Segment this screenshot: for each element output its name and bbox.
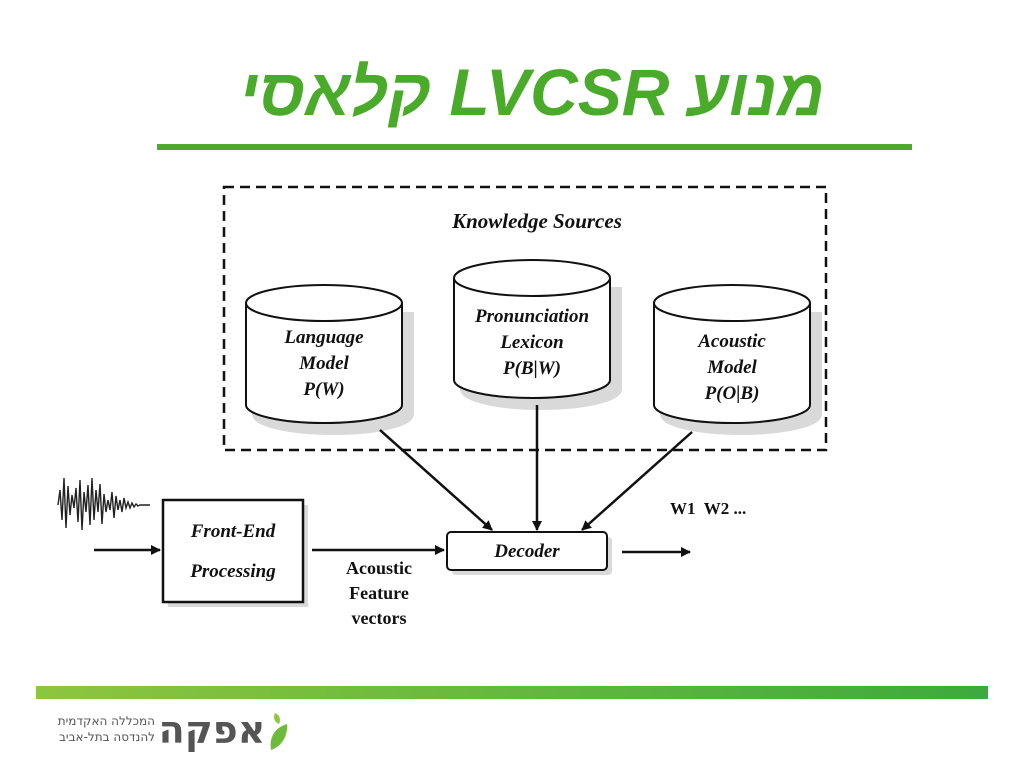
lexicon-line2: Lexicon — [499, 332, 563, 353]
logo-subtitle-line2: להנדסה בתל-אביב — [58, 730, 155, 744]
college-logo: המכללה האקדמית להנדסה בתל-אביב אפקה — [30, 708, 290, 758]
pronunciation-lexicon-cylinder: Pronunciation Lexicon P(B|W) — [453, 259, 622, 410]
feature-vectors-line3: vectors — [352, 608, 407, 628]
language-model-cylinder: Language Model P(W) — [245, 284, 414, 435]
acoustic-model-line2: Model — [706, 357, 757, 378]
lexicon-line1: Pronunciation — [474, 306, 589, 327]
title-underline — [157, 144, 912, 150]
language-model-line1: Language — [283, 327, 364, 348]
logo-subtitle-line1: המכללה האקדמית — [57, 714, 155, 728]
front-end-processing-box: Front-End Processing — [161, 498, 308, 607]
decoder-label: Decoder — [493, 541, 560, 562]
front-end-line2: Processing — [189, 561, 276, 582]
arrow-language-to-decoder — [379, 429, 493, 531]
lexicon-line3: P(B|W) — [502, 358, 561, 379]
acoustic-model-line1: Acoustic — [697, 331, 766, 352]
acoustic-model-line3: P(O|B) — [704, 383, 760, 404]
feature-vectors-line2: Feature — [349, 583, 409, 603]
acoustic-model-cylinder: Acoustic Model P(O|B) — [653, 284, 822, 435]
front-end-line1: Front-End — [190, 521, 276, 542]
decoder-box: Decoder — [446, 531, 612, 575]
slide-title: מנוע LVCSR קלאסי — [239, 55, 825, 129]
leaf-icon — [270, 713, 288, 750]
feature-vectors-line1: Acoustic — [346, 558, 412, 578]
language-model-line2: Model — [298, 353, 349, 374]
arrow-acoustic-to-decoder — [581, 431, 693, 531]
language-model-line3: P(W) — [302, 379, 344, 400]
knowledge-sources-label: Knowledge Sources — [451, 209, 622, 233]
logo-name: אפקה — [158, 708, 266, 752]
footer-bar — [36, 686, 988, 699]
output-words: W1 W2 ... — [670, 499, 746, 518]
speech-waveform-icon — [57, 477, 150, 531]
